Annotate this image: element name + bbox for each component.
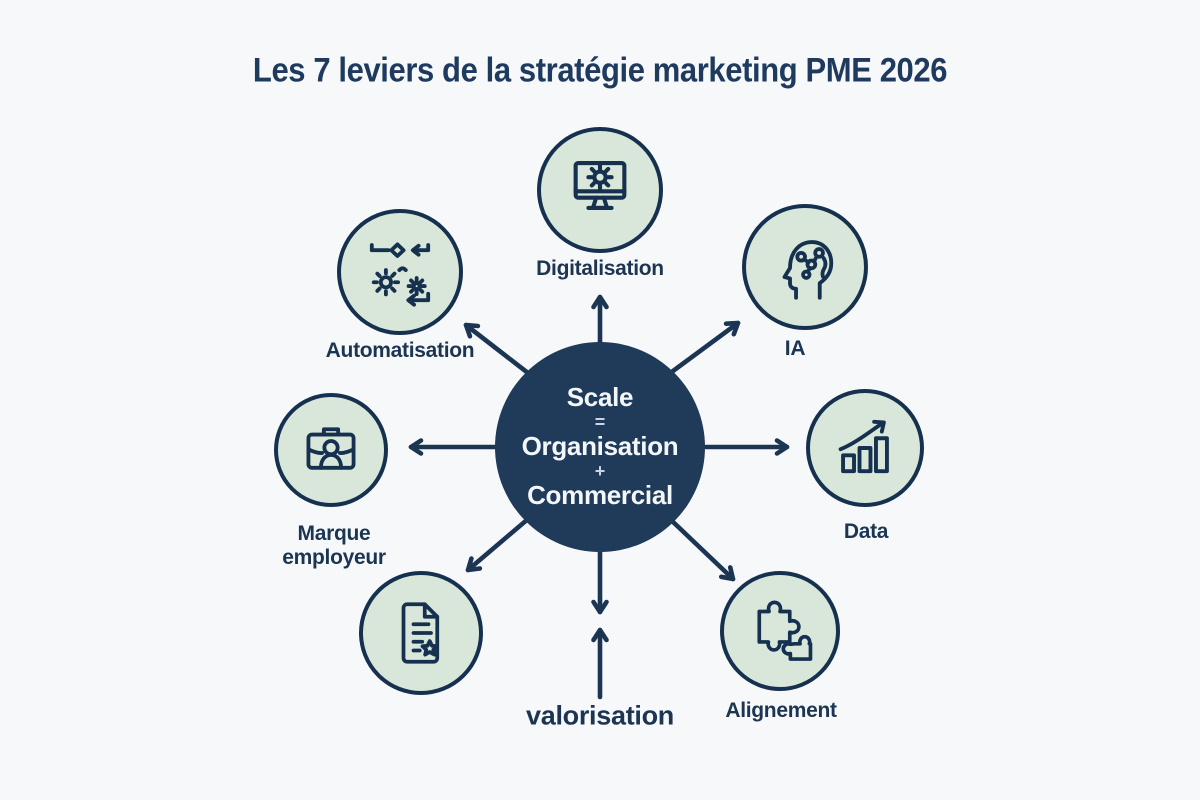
- hub-line-organisation: Organisation: [521, 431, 679, 462]
- label-automatisation: Automatisation: [325, 339, 475, 362]
- node-ia: [742, 204, 868, 330]
- node-marque-employeur: [274, 393, 388, 507]
- briefcase-person-icon: [306, 427, 356, 470]
- monitor-gear-icon: [573, 161, 627, 210]
- gears-automation-icon: [369, 242, 431, 307]
- label-data: Data: [843, 520, 889, 543]
- page-title: Les 7 leviers de la stratégie marketing …: [252, 50, 948, 90]
- node-alignement: [720, 571, 840, 691]
- puzzle-pieces-icon: [757, 600, 813, 661]
- label-marque-employeur: Marque employeur: [282, 521, 386, 569]
- arrow-to-alignement: [668, 517, 736, 582]
- arrow-to-automatisation: [463, 322, 531, 376]
- hub-equals-sign: =: [594, 411, 606, 432]
- node-document: [359, 571, 483, 695]
- document-star-icon: [401, 602, 440, 664]
- label-ia: IA: [784, 337, 806, 360]
- hub-line-commercial: Commercial: [527, 480, 673, 511]
- head-neural-network-icon: [782, 240, 834, 300]
- node-data: [806, 389, 924, 507]
- growth-bar-chart-icon: [838, 419, 889, 474]
- label-valorisation: valorisation: [526, 700, 674, 731]
- hub-plus-sign: +: [594, 460, 606, 481]
- node-digitalisation: [537, 127, 663, 253]
- arrow-to-document-node: [465, 516, 531, 573]
- label-alignement: Alignement: [725, 699, 837, 722]
- arrow-to-ia: [670, 320, 741, 374]
- label-digitalisation: Digitalisation: [536, 257, 664, 280]
- node-automatisation: [337, 209, 463, 335]
- central-hub: Scale = Organisation + Commercial: [495, 342, 705, 552]
- hub-line-scale: Scale: [566, 382, 634, 413]
